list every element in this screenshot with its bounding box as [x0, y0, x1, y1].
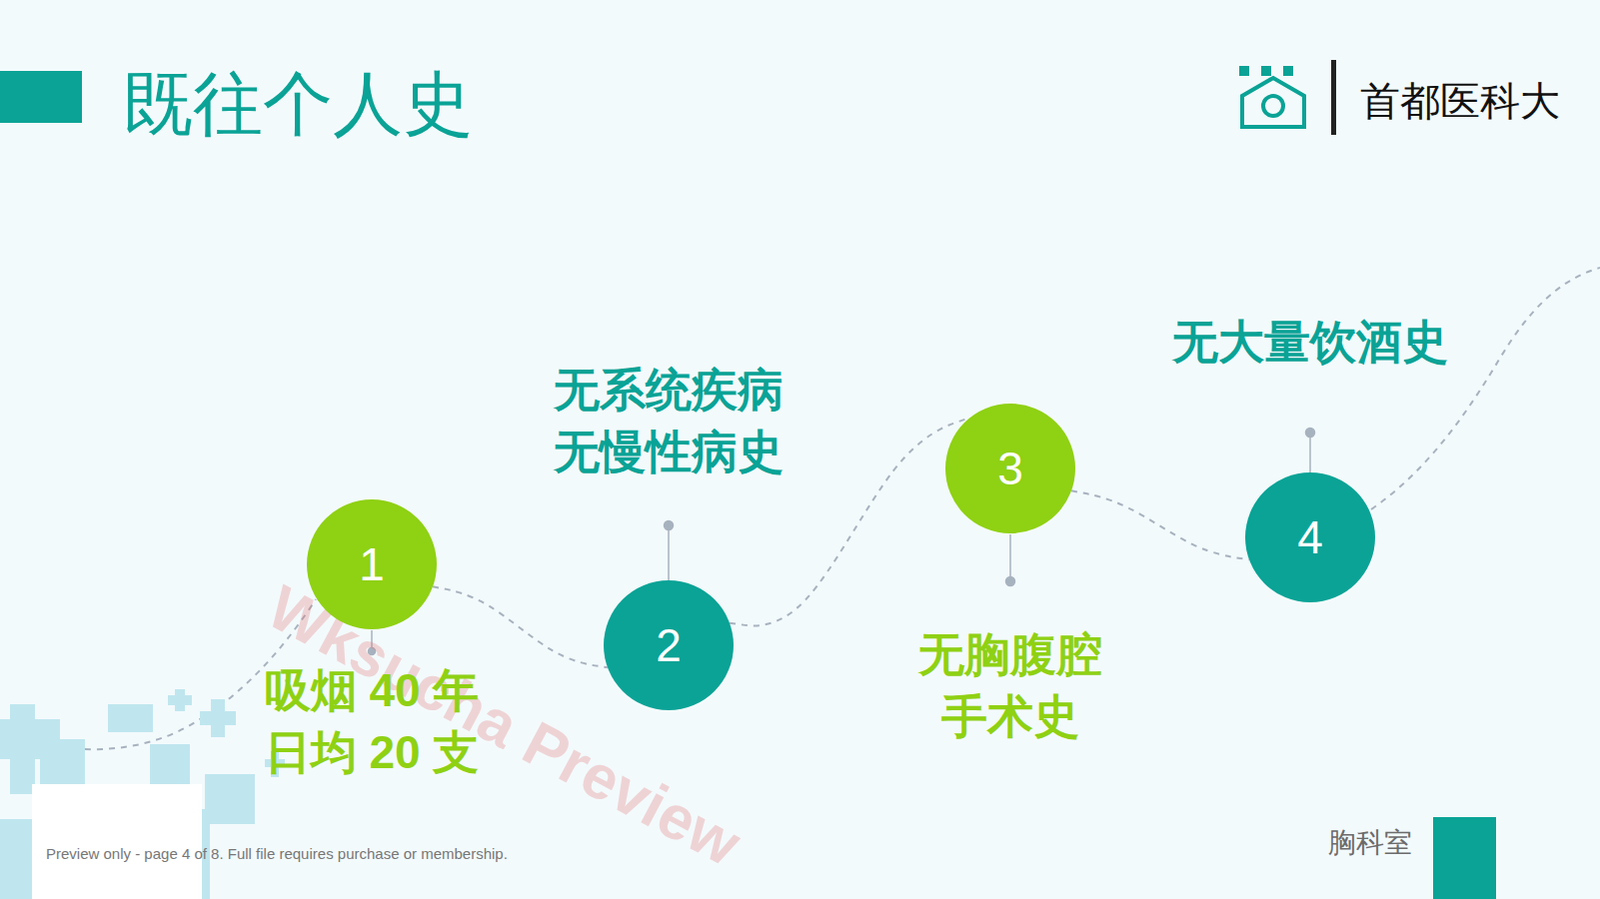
step-circle: 4无大量饮酒史 [1245, 472, 1376, 603]
logo-text: 首都医科大 [1360, 73, 1561, 129]
logo-icon [1239, 65, 1305, 127]
step-label: 吸烟 40 年 日均 20 支 [255, 659, 488, 784]
step-circle: 3无胸腹腔 手术史 [945, 403, 1076, 534]
wave-connector [432, 586, 608, 668]
step-label: 无系统疾病 无慢性病史 [546, 358, 792, 483]
step-number: 3 [945, 403, 1076, 534]
step-circle: 1吸烟 40 年 日均 20 支 [306, 499, 437, 630]
step-circle: 2无系统疾病 无慢性病史 [603, 580, 734, 711]
preview-note: Preview only - page 4 of 8. Full file re… [45, 845, 508, 863]
step-number: 2 [603, 580, 734, 711]
step-number: 1 [306, 499, 437, 630]
wave-tail [1371, 267, 1600, 510]
step-label: 无胸腹腔 手术史 [904, 623, 1117, 748]
preview-patch [31, 784, 202, 899]
footer-block [1433, 817, 1497, 899]
logo-divider [1331, 59, 1337, 135]
footer-text: 胸科室 [1328, 824, 1413, 863]
step-number: 4 [1245, 472, 1376, 603]
step-label: 无大量饮酒史 [1172, 310, 1449, 373]
cross-pattern [0, 689, 285, 899]
slide-title: 既往个人史 [122, 57, 473, 152]
wave-connector [1071, 490, 1250, 560]
title-bar [0, 70, 82, 123]
